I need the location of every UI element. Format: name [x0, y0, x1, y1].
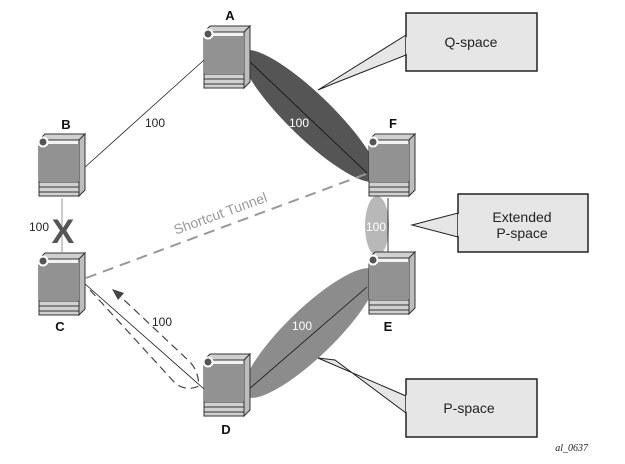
- router-e[interactable]: [367, 251, 416, 315]
- callout-extended-line2: P-space: [496, 225, 548, 241]
- p-space-region: [243, 268, 377, 398]
- callout-extended-p-space: Extended P-space: [410, 193, 589, 253]
- node-label-c: C: [55, 319, 65, 334]
- link-a-f: [247, 59, 368, 174]
- link-e-d: [247, 286, 368, 391]
- shortcut-tunnel-line: [85, 173, 367, 279]
- callout-q-space: Q-space: [317, 12, 538, 91]
- callout-p-space-label: P-space: [443, 400, 495, 416]
- router-a[interactable]: [202, 25, 251, 89]
- repair-path-arrow-icon: [112, 289, 124, 300]
- metric-b-a: 100: [145, 116, 165, 130]
- q-space-region: [242, 50, 378, 182]
- callout-p-space: P-space: [317, 357, 538, 438]
- node-label-a: A: [225, 8, 235, 23]
- metric-f-e: 100: [366, 220, 386, 234]
- callout-extended-line1: Extended: [492, 209, 551, 225]
- metric-e-d: 100: [292, 319, 312, 333]
- node-label-d: D: [221, 422, 230, 437]
- router-c[interactable]: [37, 252, 86, 316]
- node-label-b: B: [61, 117, 70, 132]
- link-b-a: [83, 59, 205, 169]
- router-b[interactable]: [37, 133, 86, 197]
- metric-d-c: 100: [152, 315, 172, 329]
- node-label-e: E: [384, 319, 393, 334]
- router-f[interactable]: [367, 133, 416, 197]
- extended-p-space-region: [365, 196, 389, 256]
- callout-q-space-label: Q-space: [445, 34, 498, 50]
- repair-path: [89, 289, 200, 389]
- failure-mark: X: [52, 213, 75, 251]
- metric-b-c: 100: [29, 220, 49, 234]
- shortcut-tunnel-label: Shortcut Tunnel: [171, 189, 269, 238]
- metric-a-f: 100: [289, 116, 309, 130]
- figure-id: al_0637: [555, 443, 589, 454]
- node-label-f: F: [389, 116, 397, 131]
- router-d[interactable]: [202, 353, 251, 417]
- link-d-c: [83, 282, 205, 390]
